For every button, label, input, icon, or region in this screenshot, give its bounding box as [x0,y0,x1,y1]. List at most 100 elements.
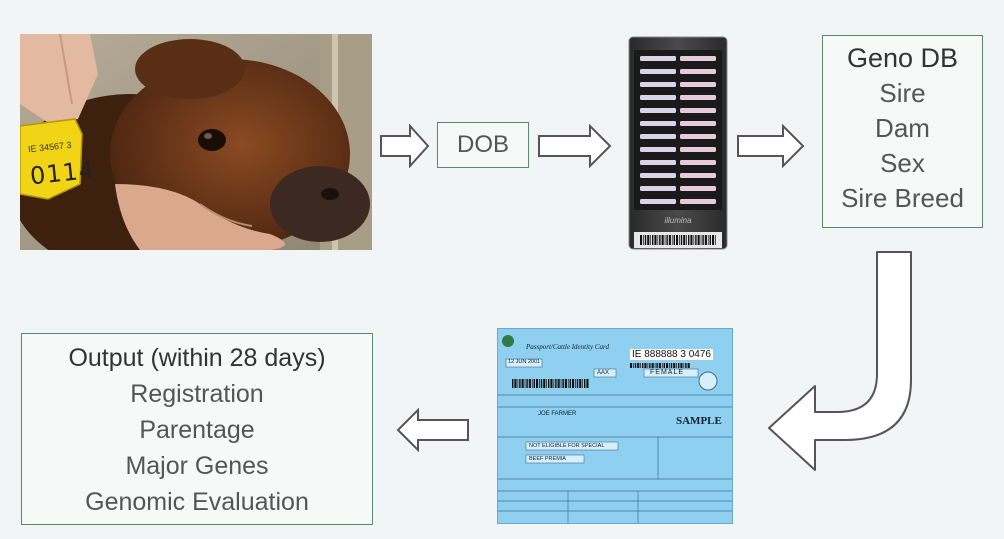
geno-db-item-sire: Sire [879,78,926,108]
barcode-bar [553,379,555,388]
barcode-bar [676,235,679,245]
barcode-bar [659,235,661,245]
barcode-bar [715,235,716,245]
barcode-bar [575,379,576,388]
barcode-bar [584,379,586,388]
barcode-bar [663,363,665,368]
dob-box: DOB [437,122,529,168]
barcode-bar [576,379,579,388]
barcode-bar [693,235,695,245]
barcode-bar [637,363,640,368]
barcode-bar [673,235,675,245]
barcode-bar [564,379,567,388]
chip-lane [680,199,716,204]
chip-lane [640,160,676,165]
output-title: Output (within 28 days) [68,344,326,372]
barcode-bar [712,235,715,245]
geno-db-item-sex: Sex [880,148,925,178]
chip-lane [640,199,676,204]
chip-lane [640,95,676,100]
barcode-bar [647,363,649,368]
chip-lane [680,186,716,191]
geno-db-item-dam: Dam [875,113,930,143]
chip-lane [640,69,676,74]
passport-tag-number: IE 888888 3 0476 [630,349,713,360]
barcode-bar [586,379,589,388]
barcode-bar [654,235,657,245]
output-item-parentage: Parentage [139,416,255,444]
barcode-bar [644,363,647,368]
barcode-bar [528,379,531,388]
barcode-bar [647,235,650,245]
chip-lane [680,108,716,113]
barcode-bar [679,235,680,245]
passport-owner: JOE FARMER [538,411,577,417]
chip-lane [640,108,676,113]
barcode-bar [671,235,673,245]
dob-label: DOB [456,131,509,158]
barcode-bar [519,379,521,388]
geno-db-box: Geno DB Sire Dam Sex Sire Breed [822,35,983,228]
arrow-chip-to-genodb [737,124,805,168]
barcode-bar [695,235,697,245]
barcode-bar [536,379,539,388]
chip-lane [640,121,676,126]
barcode-bar [704,235,707,245]
barcode-bar [540,379,543,388]
chip-brand-label: illumina [664,216,692,225]
barcode-bar [533,379,535,388]
barcode-bar [676,363,677,368]
barcode-bar [644,235,647,245]
ear-tag-icon [20,118,83,200]
passport-sex: FEMALE [650,369,685,376]
barcode-bar [666,235,668,245]
barcode-bar [654,363,656,368]
barcode-bar [633,363,634,368]
calf-photo: IE 34567 3 0114 [20,34,372,250]
barcode-bar [579,379,582,388]
barcode-bar [669,363,670,368]
barcode-bar [550,379,553,388]
arrow-calf-to-dob [380,124,430,168]
barcode-bar [634,363,637,368]
barcode-bar [526,379,528,388]
barcode-bar [582,379,583,388]
barcode-bar [702,235,704,245]
passport-status-2: BEEF PREMIA [529,456,566,462]
barcode-bar [658,363,661,368]
barcode-bar [678,363,680,368]
barcode-bar [521,379,524,388]
chip-lane [680,147,716,152]
barcode-bar [661,363,663,368]
passport-status: NOT ELIGIBLE FOR SPECIAL [529,443,605,449]
barcode-bar [687,363,690,368]
barcode-bar [572,379,575,388]
barcode-bar [555,379,557,388]
geno-db-item-sire-breed: Sire Breed [841,183,964,213]
arrow-dob-to-chip [538,124,612,168]
output-item-genomic-evaluation: Genomic Evaluation [85,488,309,516]
barcode-bar [668,235,671,245]
barcode-bar [640,363,641,368]
passport-date-of-issue: 12 JUN 2001 [508,359,541,365]
chip-lane [640,56,676,61]
chip-lane [680,56,716,61]
barcode-bar [664,235,666,245]
barcode-bar [670,363,673,368]
barcode-bar [652,235,654,245]
barcode-bar [657,235,659,245]
passport-sample-stamp: SAMPLE [676,415,722,427]
barcode-bar [524,379,526,388]
barcode-bar [562,379,564,388]
barcode-bar [546,379,547,388]
arrow-passport-to-output [396,408,469,452]
chip-lane [680,134,716,139]
barcode-bar [683,235,686,245]
barcode-bar [543,379,546,388]
barcode-bar [642,363,644,368]
barcode-bar [650,235,651,245]
barcode-bar [685,363,687,368]
chip-lane [640,134,676,139]
barcode-bar [666,363,669,368]
chip-lane [680,121,716,126]
